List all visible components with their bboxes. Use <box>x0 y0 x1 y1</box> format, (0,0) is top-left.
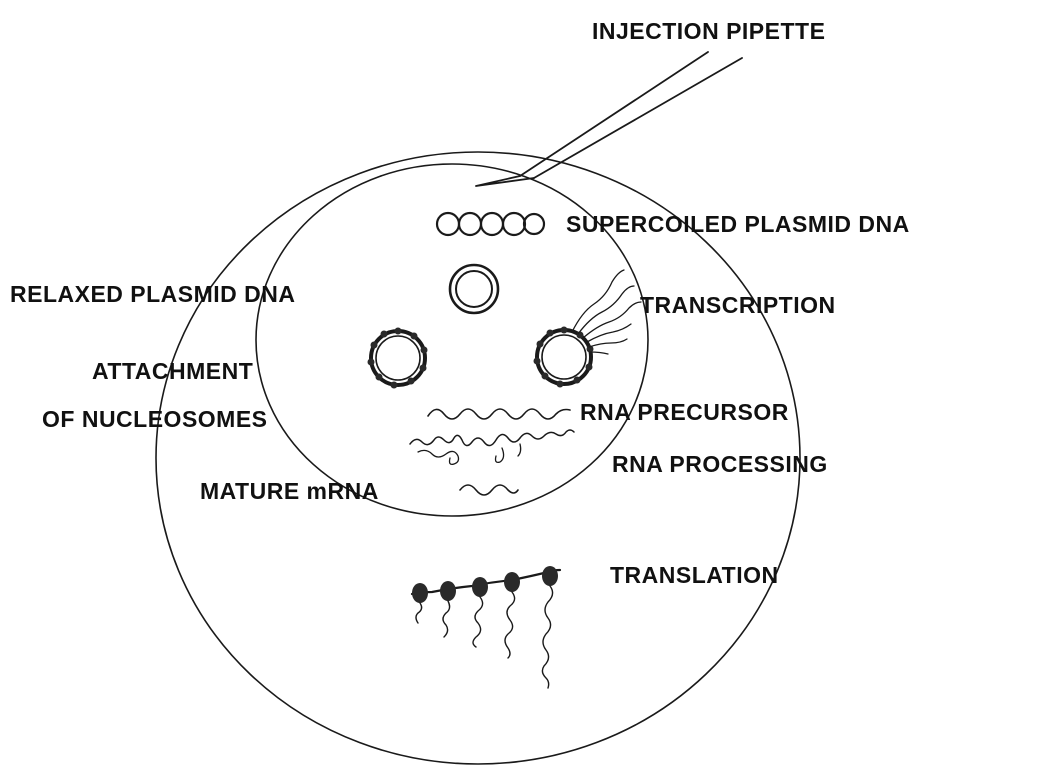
label-rna-processing: RNA PROCESSING <box>612 451 828 478</box>
label-mature-mrna: MATURE mRNA <box>200 478 379 505</box>
label-attachment-line2: OF NUCLEOSOMES <box>42 406 268 433</box>
label-transcription: TRANSCRIPTION <box>640 292 836 319</box>
rna-precursor-strand <box>428 409 570 419</box>
nucleosome-ring-right <box>534 327 594 388</box>
injection-pipette <box>476 52 742 186</box>
label-translation: TRANSLATION <box>610 562 779 589</box>
rna-processing-strand <box>410 430 574 464</box>
relaxed-plasmid <box>450 265 498 313</box>
nascent-transcripts <box>572 270 641 354</box>
label-supercoiled-plasmid-dna: SUPERCOILED PLASMID DNA <box>566 211 910 238</box>
polysome <box>412 566 560 688</box>
supercoiled-plasmid <box>437 213 544 235</box>
label-rna-precursor: RNA PRECURSOR <box>580 399 789 426</box>
label-injection-pipette: INJECTION PIPETTE <box>592 18 825 45</box>
mature-mrna-strand <box>460 485 518 495</box>
label-relaxed-plasmid-dna: RELAXED PLASMID DNA <box>10 281 296 308</box>
label-attachment-line1: ATTACHMENT <box>92 358 253 385</box>
nucleosome-ring-left <box>368 328 428 389</box>
